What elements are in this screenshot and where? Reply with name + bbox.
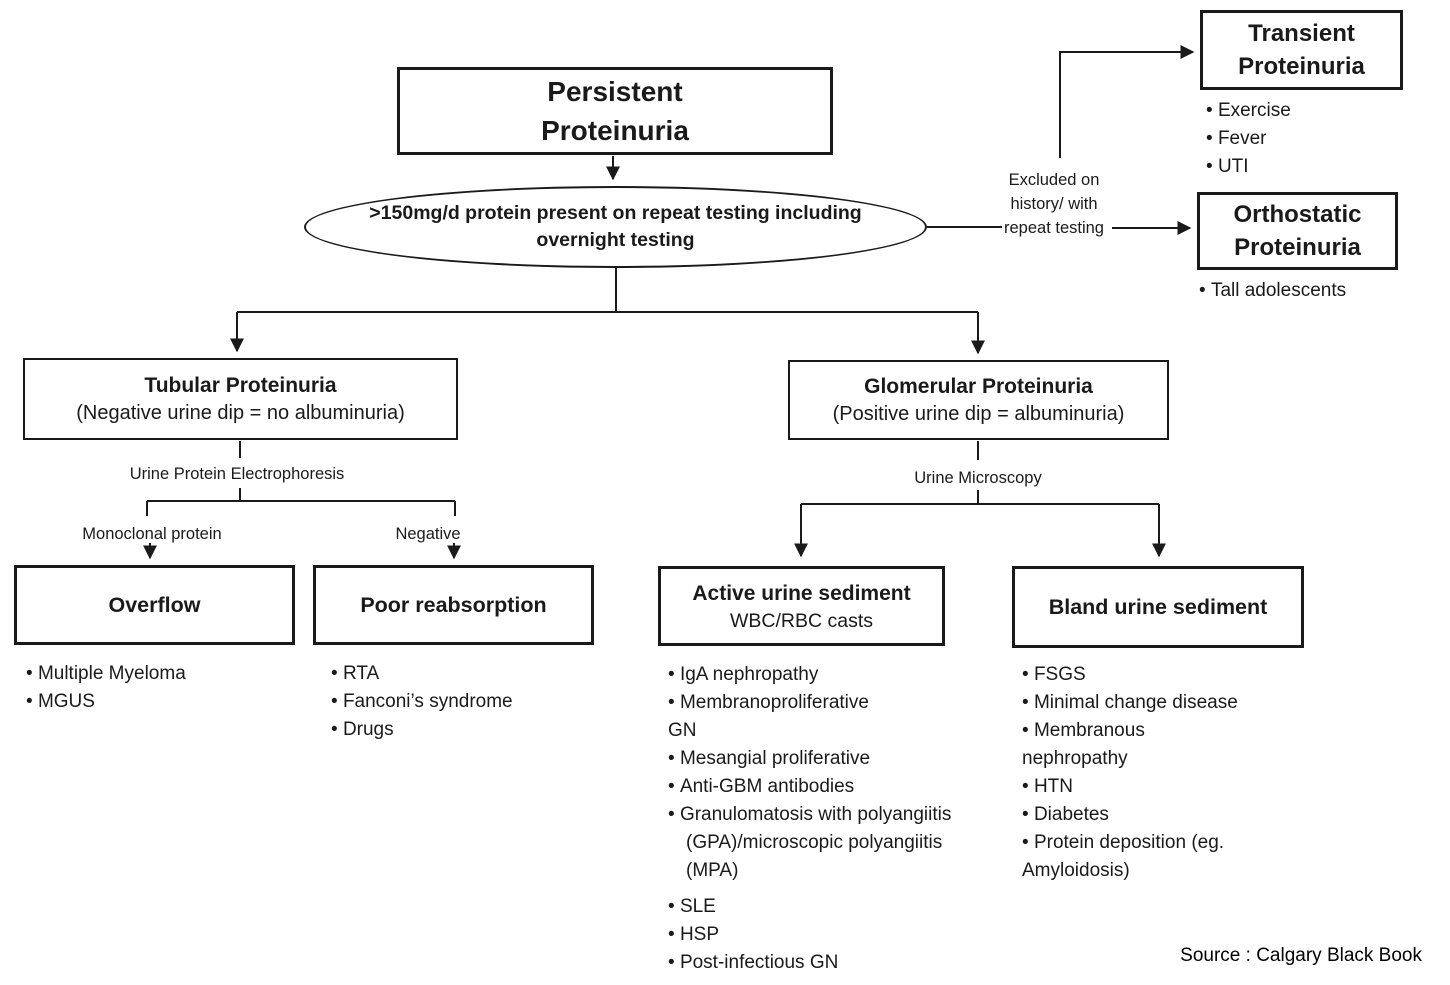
list-item: HSP (668, 921, 998, 949)
list-item: Fanconi’s syndrome (331, 688, 513, 716)
list-transient-causes: Exercise Fever UTI (1206, 97, 1291, 181)
list-item: UTI (1206, 153, 1291, 181)
list-item: Granulomatosis with polyangiitis (GPA)/m… (668, 801, 966, 885)
list-item: Minimal change disease (1022, 689, 1284, 717)
node-bland-urine-sediment: Bland urine sediment (1012, 566, 1304, 648)
persistent-title-line1: Persistent (547, 76, 683, 107)
list-item: MGUS (26, 688, 186, 716)
active-sediment-subtitle: WBC/RBC casts (729, 609, 873, 632)
list-item: Protein deposition (eg. Amyloidosis) (1022, 829, 1284, 885)
node-criteria-ellipse: >150mg/d protein present on repeat testi… (304, 186, 927, 268)
list-item: Tall adolescents (1199, 277, 1346, 305)
criteria-text: >150mg/d protein present on repeat testi… (369, 202, 862, 251)
list-active-sediment-causes: IgA nephropathy Membranoproliferative GN… (668, 661, 998, 977)
list-item: Diabetes (1022, 801, 1284, 829)
list-orthostatic-causes: Tall adolescents (1199, 277, 1346, 305)
list-item: Drugs (331, 716, 513, 744)
label-monoclonal-protein: Monoclonal protein (82, 525, 222, 543)
list-overflow-causes: Multiple Myeloma MGUS (26, 660, 186, 716)
list-item: HTN (1022, 773, 1284, 801)
list-item: Membranous nephropathy (1022, 717, 1247, 773)
label-urine-microscopy: Urine Microscopy (914, 469, 1042, 487)
node-persistent-proteinuria: Persistent Proteinuria (397, 67, 833, 155)
label-excluded-note: Excluded on history/ with repeat testing (1004, 171, 1104, 237)
list-item: FSGS (1022, 661, 1284, 689)
list-item: Post-infectious GN (668, 949, 998, 977)
list-item: Anti-GBM antibodies (668, 773, 998, 801)
label-urine-protein-electrophoresis: Urine Protein Electrophoresis (129, 465, 345, 483)
tubular-subtitle: (Negative urine dip = no albuminuria) (76, 402, 405, 424)
list-item: Fever (1206, 125, 1291, 153)
list-item: RTA (331, 660, 513, 688)
poor-reabsorption-title: Poor reabsorption (360, 592, 547, 617)
node-transient-proteinuria: Transient Proteinuria (1200, 10, 1403, 90)
active-sediment-title: Active urine sediment (692, 581, 911, 605)
list-item: IgA nephropathy (668, 661, 998, 689)
list-bland-sediment-causes: FSGS Minimal change disease Membranous n… (1022, 661, 1284, 885)
list-item: Membranoproliferative GN (668, 689, 888, 745)
tubular-title: Tubular Proteinuria (144, 374, 337, 397)
glomerular-subtitle: (Positive urine dip = albuminuria) (832, 403, 1125, 425)
label-negative: Negative (395, 525, 461, 543)
node-orthostatic-proteinuria: Orthostatic Proteinuria (1197, 192, 1398, 270)
orthostatic-title: Orthostatic Proteinuria (1233, 201, 1362, 261)
node-active-urine-sediment: Active urine sediment WBC/RBC casts (658, 566, 945, 646)
list-item: Multiple Myeloma (26, 660, 186, 688)
connector-to-transient (1059, 45, 1195, 158)
list-item: Exercise (1206, 97, 1291, 125)
node-tubular-proteinuria: Tubular Proteinuria (Negative urine dip … (23, 358, 458, 440)
list-item: Mesangial proliferative (668, 745, 998, 773)
overflow-title: Overflow (108, 592, 201, 617)
node-poor-reabsorption: Poor reabsorption (313, 565, 594, 645)
transient-title: Transient Proteinuria (1238, 20, 1365, 80)
node-glomerular-proteinuria: Glomerular Proteinuria (Positive urine d… (788, 360, 1169, 440)
glomerular-title: Glomerular Proteinuria (864, 375, 1093, 398)
bland-sediment-title: Bland urine sediment (1048, 594, 1268, 619)
node-overflow: Overflow (14, 565, 295, 645)
persistent-title-line2: Proteinuria (541, 115, 689, 146)
list-item: SLE (668, 893, 998, 921)
list-poor-reabsorption-causes: RTA Fanconi’s syndrome Drugs (331, 660, 513, 744)
source-credit: Source : Calgary Black Book (1180, 945, 1422, 966)
